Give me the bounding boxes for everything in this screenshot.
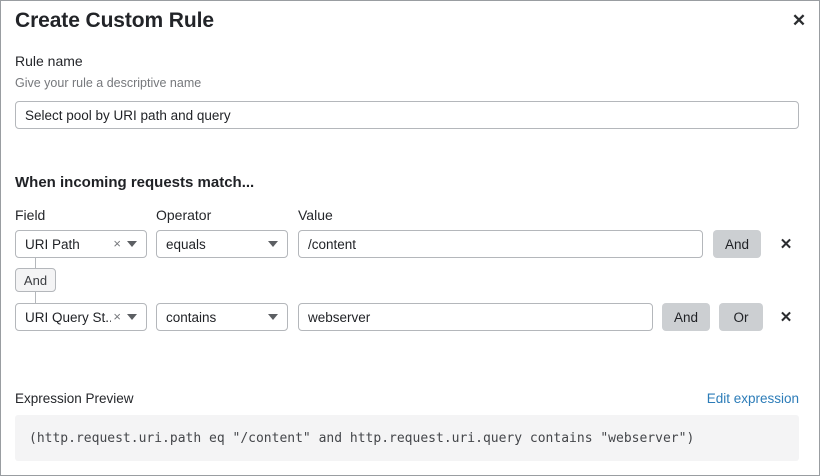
rule-name-input[interactable]: [15, 101, 799, 129]
dialog-title: Create Custom Rule: [15, 9, 214, 32]
chevron-down-icon: [268, 241, 278, 247]
expression-preview-code: (http.request.uri.path eq "/content" and…: [15, 415, 799, 461]
chevron-down-icon: [127, 241, 137, 247]
operator-select-row-1[interactable]: equals: [156, 230, 288, 258]
or-button-row-2[interactable]: Or: [719, 303, 763, 331]
chevron-down-icon: [268, 314, 278, 320]
field-select-row-2[interactable]: URI Query St... ×: [15, 303, 147, 331]
expression-preview-label: Expression Preview: [15, 391, 134, 406]
rule-name-label: Rule name: [15, 53, 83, 69]
clear-icon[interactable]: ×: [113, 236, 121, 251]
match-section-heading: When incoming requests match...: [15, 174, 255, 191]
remove-condition-row-2-icon[interactable]: ✕: [776, 306, 796, 328]
and-button-row-1[interactable]: And: [713, 230, 761, 258]
condition-connector-and-toggle[interactable]: And: [15, 268, 56, 292]
clear-icon[interactable]: ×: [113, 309, 121, 324]
operator-select-row-1-value: equals: [166, 236, 206, 252]
remove-condition-row-1-icon[interactable]: ✕: [776, 233, 796, 255]
edit-expression-link[interactable]: Edit expression: [706, 391, 799, 406]
operator-select-row-2-value: contains: [166, 309, 217, 325]
field-select-row-1-value: URI Path: [25, 236, 80, 252]
field-select-row-1[interactable]: URI Path ×: [15, 230, 147, 258]
value-input-row-2[interactable]: [298, 303, 653, 331]
column-header-field: Field: [15, 207, 46, 223]
value-input-row-1[interactable]: [298, 230, 703, 258]
field-select-row-2-value: URI Query St...: [25, 309, 112, 325]
column-header-operator: Operator: [156, 207, 212, 223]
operator-select-row-2[interactable]: contains: [156, 303, 288, 331]
chevron-down-icon: [127, 314, 137, 320]
column-header-value: Value: [298, 207, 333, 223]
rule-name-description: Give your rule a descriptive name: [15, 76, 202, 90]
and-button-row-2[interactable]: And: [662, 303, 710, 331]
close-icon[interactable]: ✕: [787, 8, 811, 32]
